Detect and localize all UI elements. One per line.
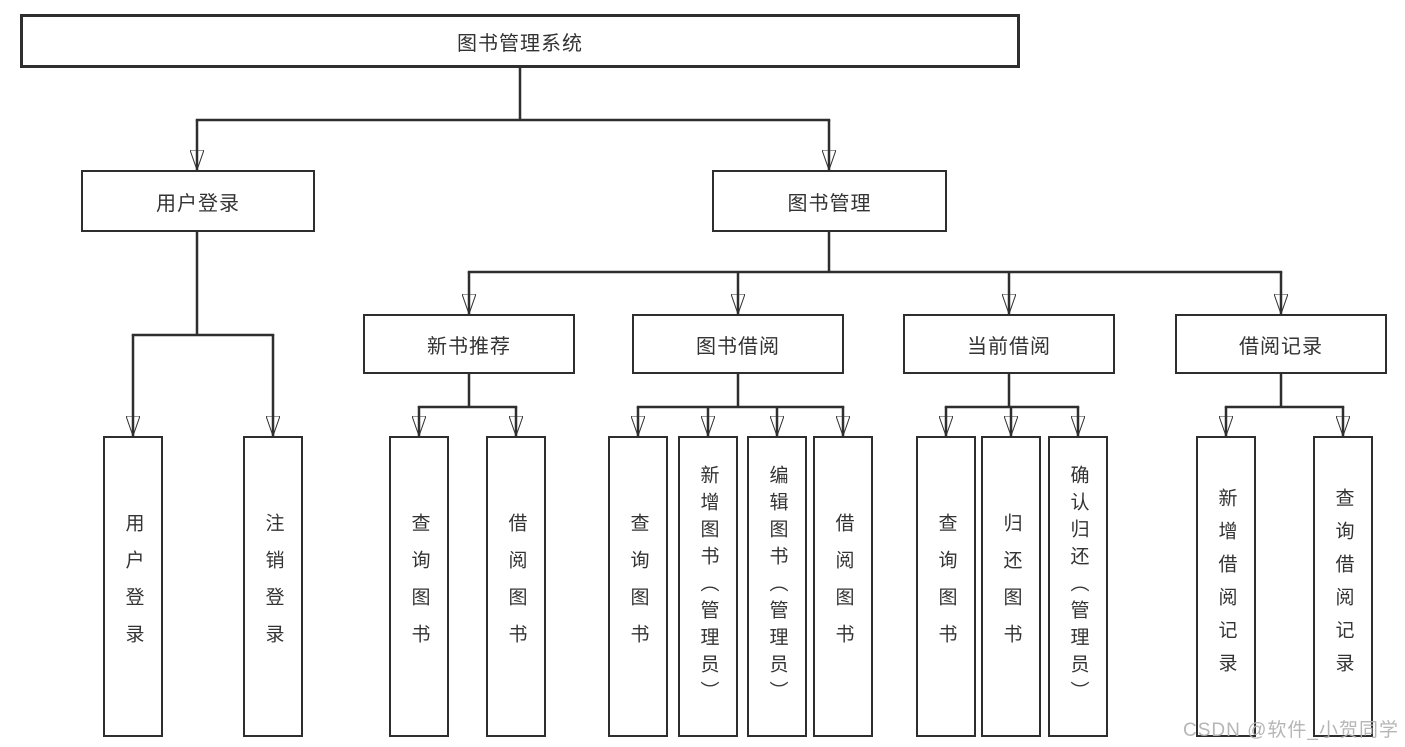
leaf-borrow-borrow-books: 借阅图书 bbox=[813, 436, 873, 737]
node-user-login: 用户登录 bbox=[81, 170, 315, 232]
csdn-watermark: CSDN @软件_小贺同学 bbox=[1183, 720, 1399, 741]
leaf-current-return-books: 归还图书 bbox=[981, 436, 1041, 737]
leaf-records-add-record: 新增借阅记录 bbox=[1196, 436, 1256, 737]
node-book-management: 图书管理 bbox=[712, 170, 947, 232]
leaf-logout: 注销登录 bbox=[243, 436, 303, 737]
node-book-borrow: 图书借阅 bbox=[632, 314, 844, 374]
node-current-borrow: 当前借阅 bbox=[903, 314, 1115, 374]
leaf-borrow-edit-book-admin: 编辑图书（管理员） bbox=[747, 436, 807, 737]
leaf-newbook-borrow-books: 借阅图书 bbox=[486, 436, 546, 737]
leaf-borrow-query-books: 查询图书 bbox=[608, 436, 668, 737]
leaf-current-confirm-return-admin: 确认归还（管理员） bbox=[1048, 436, 1108, 737]
leaf-borrow-add-book-admin: 新增图书（管理员） bbox=[678, 436, 738, 737]
leaf-newbook-query-books: 查询图书 bbox=[389, 436, 449, 737]
node-new-book-recommend: 新书推荐 bbox=[363, 314, 575, 374]
leaf-records-query-record: 查询借阅记录 bbox=[1313, 436, 1373, 737]
node-borrow-records: 借阅记录 bbox=[1175, 314, 1387, 374]
node-root: 图书管理系统 bbox=[20, 14, 1020, 68]
leaf-current-query-books: 查询图书 bbox=[916, 436, 976, 737]
leaf-user-login: 用户登录 bbox=[103, 436, 163, 737]
